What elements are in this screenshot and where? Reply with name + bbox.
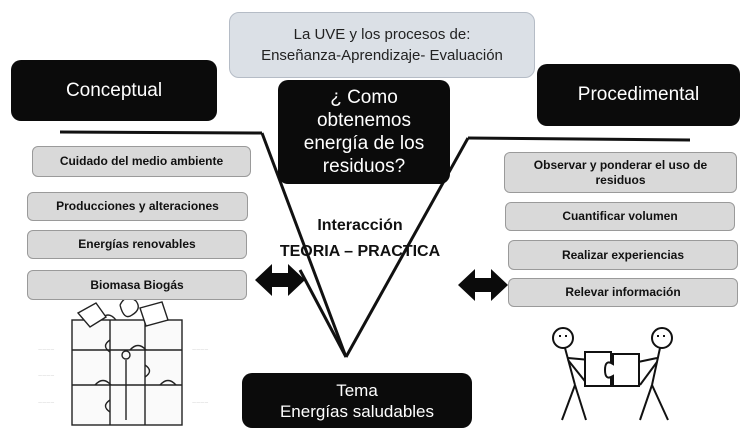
procedimental-item-realizar: Realizar experiencias [508,240,738,270]
conceptual-item-label: Biomasa Biogás [90,277,184,292]
svg-text:~~~~: ~~~~ [192,400,208,407]
svg-text:~~~~: ~~~~ [192,347,208,354]
title-line-2: Enseñanza-Aprendizaje- Evaluación [261,47,503,64]
conceptual-item-medio-ambiente: Cuidado del medio ambiente [32,146,251,177]
conceptual-item-label: Producciones y alteraciones [56,199,219,213]
conceptual-label: Conceptual [65,79,163,101]
left-double-arrow [255,264,305,296]
central-question-box: ¿ Como obtenemos energía de los residuos… [278,80,450,184]
conceptual-item-producciones: Producciones y alteraciones [27,192,248,221]
conceptual-item-biomasa: Biomasa Biogás [27,270,247,300]
left-diagonal-line [260,132,348,358]
question-line-3: energía de los [303,133,425,154]
svg-text:~~~~: ~~~~ [38,400,54,407]
inner-left-line [298,269,348,358]
procedimental-item-cuantificar: Cuantificar volumen [505,202,735,231]
procedimental-item-label: Realizar experiencias [561,247,685,262]
tema-box: Tema Energías saludables [242,373,472,428]
tema-line-1: Tema [336,380,378,400]
conceptual-header: Conceptual [11,60,217,121]
procedimental-header: Procedimental [537,64,740,126]
conceptual-item-label: Cuidado del medio ambiente [59,154,224,168]
procedimental-item-observar: Observar y ponderar el uso de residuos [504,152,737,193]
procedimental-label: Procedimental [577,84,700,105]
procedimental-item-label: Observar y ponderar el uso de residuos [533,157,708,187]
svg-text:~~~~: ~~~~ [38,347,54,354]
interaccion-line-1: Interacción [317,217,403,234]
title-box: La UVE y los procesos de: Enseñanza-Apre… [229,12,535,78]
left-arm-top-line [59,130,263,135]
svg-text:~~~~: ~~~~ [38,373,54,380]
right-arm-top-line [467,136,691,142]
right-double-arrow [458,269,508,301]
tema-line-2: Energías saludables [279,401,435,421]
watermark-text-left: ~~~~ ~~~~ ~~~~ ~~~~ ~~~~ [38,347,208,407]
title-line-1: La UVE y los procesos de: [293,26,471,43]
procedimental-item-relevar: Relevar información [508,278,738,307]
procedimental-item-label: Relevar información [565,285,681,299]
conceptual-item-label: Energías renovables [78,237,196,251]
question-line-1: ¿ Como [330,87,398,108]
procedimental-item-label: Cuantificar volumen [562,209,678,223]
interaccion-line-2: TEORIA – PRACTICA [279,243,441,260]
question-line-2: obtenemos [316,110,411,131]
question-line-4: residuos? [322,156,406,177]
interaccion-label: Interacción TEORIA – PRACTICA [255,213,465,265]
conceptual-item-energias: Energías renovables [27,230,247,259]
figures-puzzle-illustration [552,327,673,421]
puzzle-illustration [71,297,183,426]
